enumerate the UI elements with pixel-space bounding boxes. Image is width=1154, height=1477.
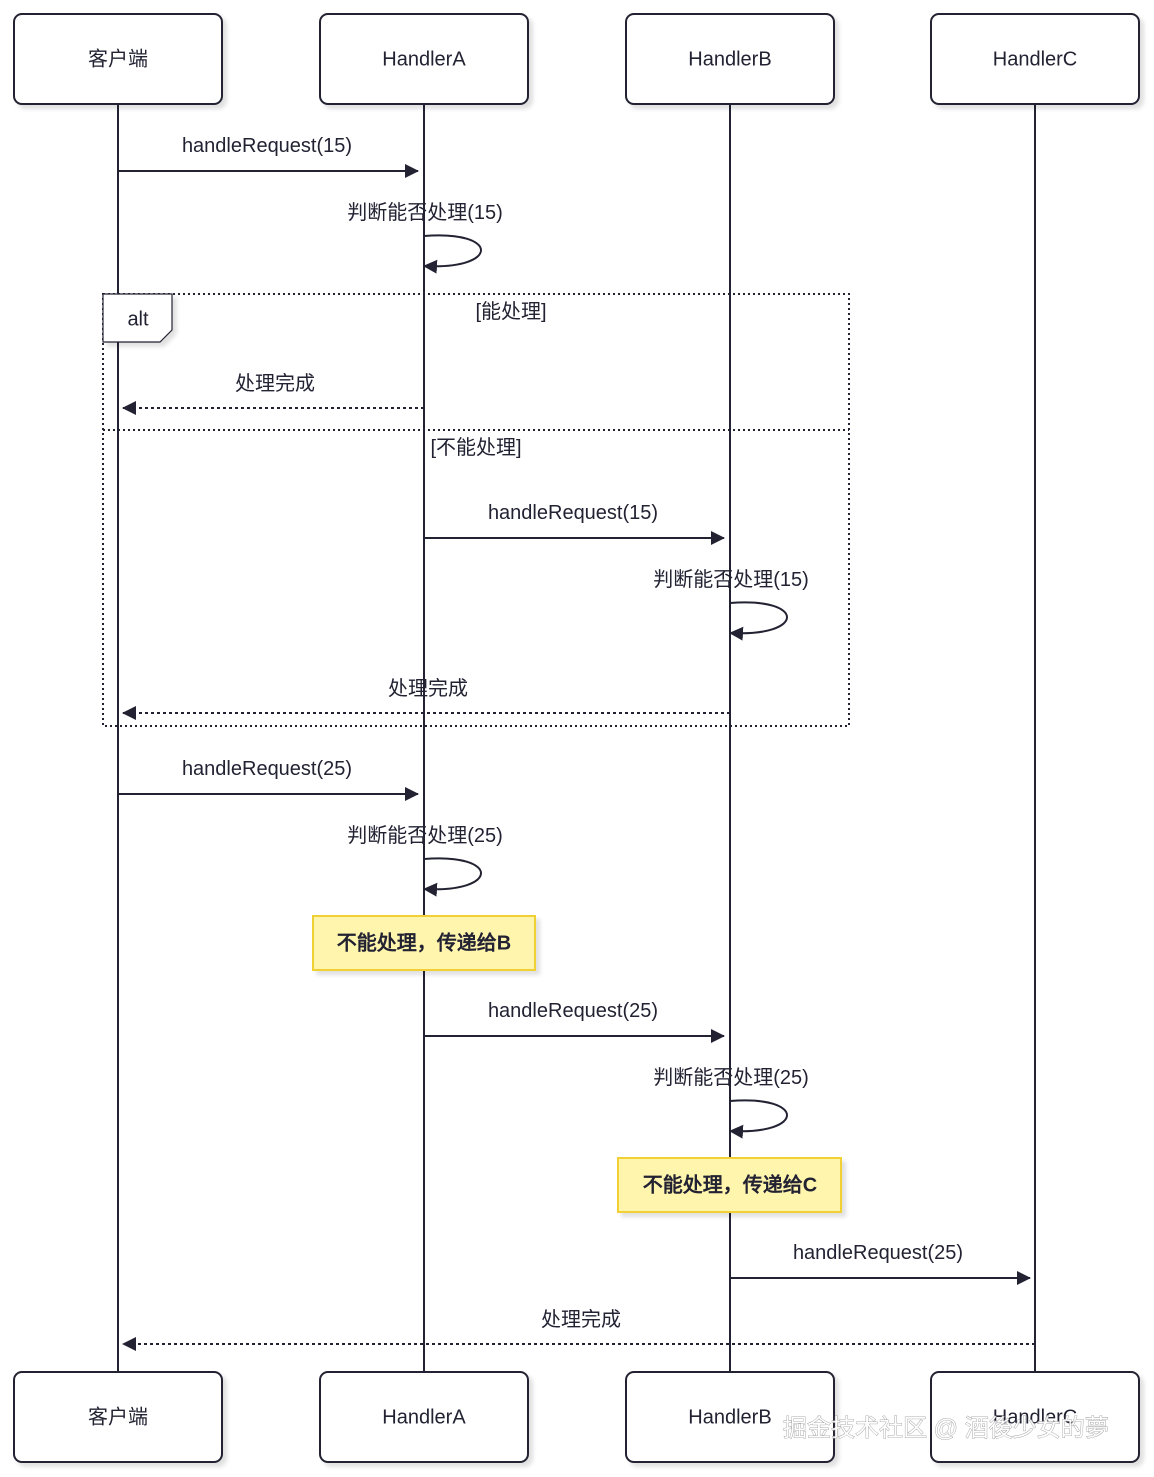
note-text: 不能处理，传递给C [643,1172,817,1196]
message-label: handleRequest(25) [182,758,352,780]
note-text: 不能处理，传递给B [337,930,511,954]
message-label: handleRequest(15) [182,135,352,157]
self-message-label: 判断能否处理(15) [653,568,809,591]
self-message-arrow [729,601,788,641]
alt-condition-1: [能处理] [475,300,546,323]
notes: 不能处理，传递给B 不能处理，传递给C [312,915,842,1213]
actor-handler-c-bottom[interactable]: HandlerC [930,1371,1140,1463]
self-message-label: 判断能否处理(15) [347,201,503,224]
reply-label: 处理完成 [235,372,315,395]
watermark-text: 掘金技术社区 @ 酒後少女的夢 [783,1415,1109,1442]
actor-handler-a-bottom[interactable]: HandlerA [319,1371,529,1463]
actor-handler-a-top[interactable]: HandlerA [319,13,529,105]
actor-handler-b-top[interactable]: HandlerB [625,13,835,105]
actor-label: HandlerB [688,1406,771,1428]
actor-label: HandlerB [688,48,771,70]
actors-top: 客户端 HandlerA HandlerB HandlerC [13,13,1140,105]
alt-keyword: alt [127,308,149,330]
alt-condition-2: [不能处理] [430,436,521,459]
actor-label: HandlerC [993,48,1077,70]
note-box [617,1157,842,1213]
actor-label: HandlerC [993,1406,1077,1428]
message-label: handleRequest(25) [793,1242,963,1264]
actor-client-bottom[interactable]: 客户端 [13,1371,223,1463]
actor-label: HandlerA [382,48,466,70]
alt-frame: alt [能处理] [不能处理] [102,293,850,727]
alt-frame-tab [102,293,173,343]
actor-handler-b-bottom[interactable]: HandlerB [625,1371,835,1463]
actor-label: 客户端 [88,1405,148,1428]
self-message-label: 判断能否处理(25) [653,1066,809,1089]
message-label: handleRequest(15) [488,502,658,524]
reply-label: 处理完成 [541,1308,621,1331]
actor-client-top[interactable]: 客户端 [13,13,223,105]
reply-label: 处理完成 [388,677,468,700]
note-box [312,915,536,971]
actors-bottom: 客户端 HandlerA HandlerB HandlerC [13,1371,1140,1463]
self-message-label: 判断能否处理(25) [347,824,503,847]
alt-frame-border [102,293,850,727]
message-label: handleRequest(25) [488,1000,658,1022]
lifelines [117,104,1036,1372]
actor-handler-c-top[interactable]: HandlerC [930,13,1140,105]
actor-label: 客户端 [88,47,148,70]
actor-label: HandlerA [382,1406,466,1428]
self-message-arrow [729,1099,788,1139]
self-message-arrow [423,234,482,274]
messages: handleRequest(15) 判断能否处理(15) 处理完成 handle… [118,135,1035,1351]
self-message-arrow [423,857,482,897]
